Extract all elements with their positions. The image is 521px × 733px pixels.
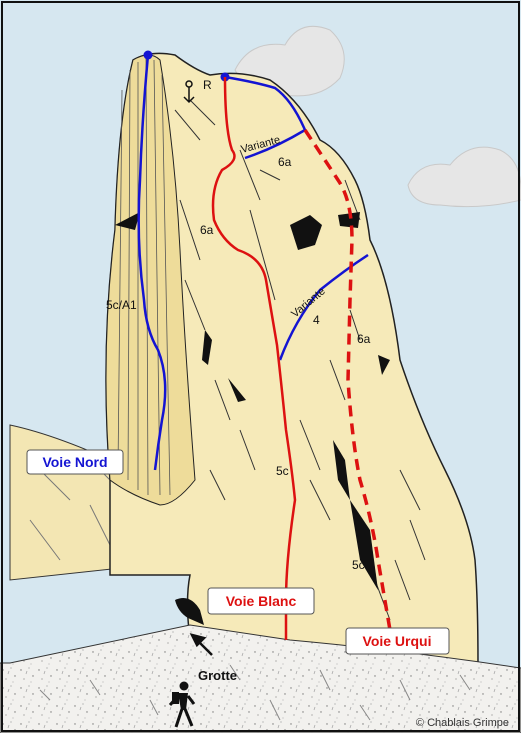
route-badge-voie-blanc: Voie Blanc — [208, 588, 314, 614]
route-badge-voie-urqui: Voie Urqui — [346, 628, 449, 654]
grade-label-blanc-top: 6a — [278, 155, 292, 169]
grade-label-blanc-lower: 5c — [276, 464, 289, 478]
grade-label-urqui-upper: 6a — [357, 332, 371, 346]
rappel-label: R — [203, 78, 212, 92]
grade-label-urqui-lower: 5c — [352, 558, 365, 572]
route-badge-label: Voie Nord — [42, 454, 107, 470]
route-badge-voie-nord: Voie Nord — [27, 450, 123, 474]
grotte-label: Grotte — [198, 668, 237, 683]
copyright-text: © Chablais Grimpe — [416, 717, 509, 729]
grade-label-blanc-upper: 6a — [200, 223, 214, 237]
grade-label-variante-low: 4 — [313, 313, 320, 327]
route-badge-label: Voie Urqui — [363, 633, 432, 649]
route-badge-label: Voie Blanc — [226, 593, 297, 609]
belay-station — [144, 51, 153, 60]
grade-label-nord: 5c/A1 — [106, 298, 137, 312]
